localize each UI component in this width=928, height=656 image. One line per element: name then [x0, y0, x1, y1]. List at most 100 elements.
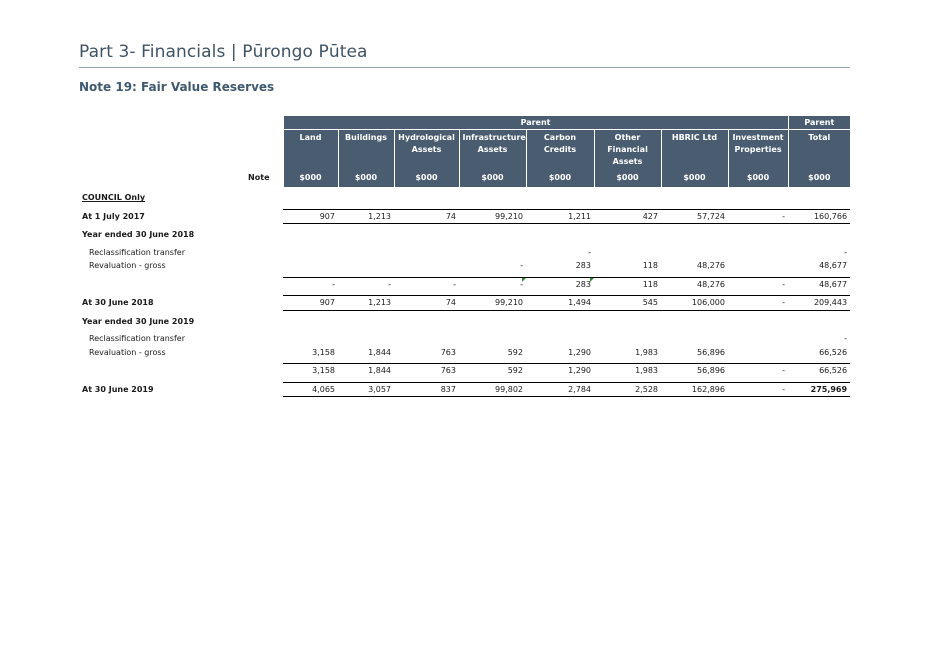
table-cell: 118 — [594, 276, 661, 291]
table-cell — [338, 259, 394, 273]
col-header-carbon-credits: Carbon Credits — [525, 129, 594, 168]
table-cell: 545 — [594, 295, 661, 311]
row-label: COUNCIL Only — [82, 193, 146, 203]
table-cell: 99,802 — [459, 381, 526, 397]
table-cell: 427 — [594, 208, 661, 224]
table-cell: 48,276 — [661, 276, 728, 291]
table-cell — [728, 259, 788, 273]
table-row: Reclassification transfer - - — [79, 246, 850, 260]
table-cell — [283, 246, 338, 260]
col-header-total: Total — [787, 129, 851, 168]
table-cell — [661, 246, 728, 260]
table-cell: 162,896 — [661, 381, 728, 397]
row-label: Year ended 30 June 2018 — [82, 230, 195, 240]
table-cell: 1,211 — [526, 208, 594, 224]
table-cell: - — [338, 276, 394, 291]
table-row-total: At 30 June 2019 4,065 3,057 837 99,802 2… — [79, 381, 851, 397]
table-cell — [459, 246, 526, 260]
row-label: Reclassification transfer — [89, 247, 186, 257]
table-cell: 48,677 — [819, 261, 848, 271]
table-cell: 1,290 — [568, 347, 591, 357]
table-cell: 2,528 — [594, 381, 661, 397]
table-cell: - — [728, 208, 789, 224]
table-cell — [338, 246, 394, 260]
cell-value: 283 — [575, 279, 591, 289]
table-cell: 3,158 — [312, 347, 335, 357]
col-header-hbric-ltd: HBRIC Ltd — [660, 129, 728, 168]
col-header-land: Land — [282, 129, 338, 168]
table-cell: 4,065 — [283, 381, 338, 397]
table-cell — [728, 332, 788, 346]
table-cell — [338, 332, 394, 346]
table-cell: 1,983 — [594, 363, 661, 378]
table-cell: 56,896 — [697, 347, 725, 357]
row-label: At 30 June 2018 — [82, 298, 154, 308]
table-cell: 3,158 — [283, 363, 338, 378]
table-cell: 1,290 — [526, 363, 594, 378]
table-cell: 99,210 — [459, 295, 526, 311]
table-cell: - — [728, 276, 789, 291]
unit-cell: $000 — [525, 168, 594, 187]
table-cell: - — [283, 276, 338, 291]
table-cell: 763 — [394, 363, 459, 378]
col-header-buildings: Buildings — [337, 129, 394, 168]
table-cell: 118 — [642, 261, 658, 271]
table-cell — [459, 332, 526, 346]
table-row: Year ended 30 June 2018 — [79, 228, 850, 242]
unit-cell: $000 — [393, 168, 459, 187]
row-label — [79, 277, 283, 291]
row-label: Revaluation - gross — [89, 347, 166, 357]
table-cell: 57,724 — [661, 208, 728, 224]
table-cell: 209,443 — [788, 295, 851, 311]
table-cell: 1,213 — [338, 208, 394, 224]
header-group-row: Parent Parent — [79, 116, 851, 130]
table-cell: 48,677 — [788, 276, 851, 291]
table-cell: 48,276 — [697, 261, 725, 271]
table-cell: 592 — [459, 363, 526, 378]
group-header-parent: Parent — [282, 116, 789, 130]
table-cell — [728, 346, 788, 360]
table-row: Revaluation - gross 3,158 1,844 763 592 … — [79, 346, 850, 360]
unit-cell: $000 — [458, 168, 526, 187]
col-header-hydrological-assets: Hydrological Assets — [393, 129, 459, 168]
table-cell: 74 — [394, 208, 459, 224]
table-cell: 1,844 — [338, 363, 394, 378]
row-label: Reclassification transfer — [89, 334, 186, 344]
table-cell: 283 — [575, 261, 591, 271]
table-cell: 1,983 — [635, 347, 658, 357]
table-cell — [283, 332, 338, 346]
table-cell — [394, 332, 459, 346]
unit-cell: $000 — [727, 168, 789, 187]
table-cell: 283 — [526, 276, 594, 291]
note-title: Note 19: Fair Value Reserves — [79, 80, 275, 94]
table-cell — [728, 246, 788, 260]
table-cell: 1,844 — [368, 347, 391, 357]
table-cell: 99,210 — [459, 208, 526, 224]
table-cell: 907 — [283, 295, 338, 311]
col-header-infrastructure-assets: Infrastructure Assets — [458, 129, 526, 168]
unit-cell: $000 — [282, 168, 338, 187]
table-cell: 106,000 — [661, 295, 728, 311]
table-cell: - — [728, 381, 789, 397]
table-cell: 592 — [507, 347, 523, 357]
fair-value-reserves-table: Parent Parent Land Buildings Hydrologica… — [79, 116, 851, 397]
table-cell: - — [588, 247, 591, 257]
table-cell: 837 — [394, 381, 459, 397]
table-cell: - — [520, 261, 523, 271]
table-cell — [394, 246, 459, 260]
table-cell — [594, 332, 661, 346]
units-header-row: Note $000 $000 $000 $000 $000 $000 $000 … — [79, 168, 851, 187]
table-cell — [661, 332, 728, 346]
table-cell-grand-total: 275,969 — [788, 381, 851, 397]
title-divider — [79, 67, 850, 68]
unit-cell: $000 — [660, 168, 728, 187]
comment-marker-icon — [522, 278, 526, 282]
table-cell — [394, 259, 459, 273]
page-title: Part 3- Financials | Pūrongo Pūtea — [79, 42, 368, 62]
table-cell — [594, 246, 661, 260]
table-row-subtotal: - - - - 283 118 48,276 - 48,677 — [79, 276, 851, 291]
table-row: COUNCIL Only — [79, 191, 850, 205]
unit-cell: $000 — [787, 168, 851, 187]
table-cell: 763 — [440, 347, 456, 357]
table-row-total: At 30 June 2018 907 1,213 74 99,210 1,49… — [79, 295, 851, 311]
